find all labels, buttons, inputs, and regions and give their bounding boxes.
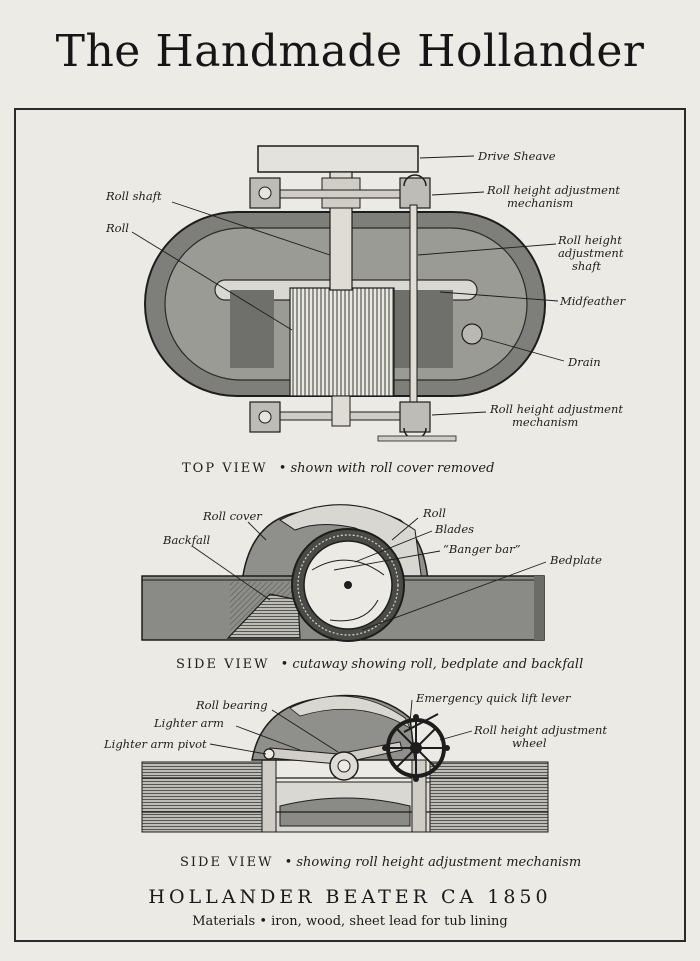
adj-wheel <box>382 714 450 782</box>
label-drive-sheave: Drive Sheave <box>477 149 556 163</box>
top-view: Drive Sheave Roll shaft Roll Roll height… <box>105 145 627 476</box>
label-bedplate: Bedplate <box>549 553 602 567</box>
drain <box>461 323 483 345</box>
shaft-stub-bottom <box>331 395 351 427</box>
page-title: The Handmade Hollander <box>55 26 645 77</box>
label-lighter-arm: Lighter arm <box>153 716 224 730</box>
label-banger-bar: “Banger bar” <box>443 542 521 556</box>
label-adj-shaft-1: Roll height <box>557 233 622 247</box>
tub-wood-right <box>429 761 549 833</box>
post-left <box>261 751 277 833</box>
adj-handle-bottom <box>377 435 457 442</box>
label-roll: Roll <box>105 221 129 235</box>
label-roll-bearing: Roll bearing <box>195 698 268 712</box>
emergency-lever <box>403 713 439 733</box>
caption-top-view-lead: TOP VIEW <box>182 461 268 476</box>
channel-shade-right <box>393 290 453 368</box>
label-adj-wheel-2: wheel <box>512 736 547 750</box>
tub-wood-left <box>141 761 263 833</box>
top-crossbar <box>261 189 423 199</box>
label-adj-mech-top-2: mechanism <box>507 196 573 210</box>
label-adj-mech-bot-1: Roll height adjustment <box>489 402 623 416</box>
label-adj-shaft-3: shaft <box>572 259 601 273</box>
label-lighter-arm-pivot: Lighter arm pivot <box>103 737 207 751</box>
caption-side-view-2: SIDE VIEW • showing roll height adjustme… <box>180 851 581 870</box>
caption-side-view-2-lead: SIDE VIEW <box>180 855 273 870</box>
footer-title: HOLLANDER BEATER CA 1850 <box>148 886 551 908</box>
caption-side-view-1-lead: SIDE VIEW <box>176 657 269 672</box>
side-view-cutaway: Roll cover Roll Blades “Banger bar” Back… <box>141 504 602 672</box>
label-adj-mech-top-1: Roll height adjustment <box>486 183 620 197</box>
caption-top-view-rest: • shown with roll cover removed <box>279 461 495 476</box>
label-drain: Drain <box>567 355 601 369</box>
adj-mech-bottom <box>399 401 431 433</box>
channel-shade-left <box>230 290 274 368</box>
label-adj-shaft-2: adjustment <box>558 246 624 260</box>
roll-axle <box>344 581 352 589</box>
footer-subtitle: Materials • iron, wood, sheet lead for t… <box>192 914 508 929</box>
label-roll-shaft: Roll shaft <box>105 189 162 203</box>
caption-top-view: TOP VIEW • shown with roll cover removed <box>182 457 494 476</box>
label-blades: Blades <box>434 522 474 536</box>
label-adj-wheel-1: Roll height adjustment <box>473 723 607 737</box>
adj-shaft <box>409 204 418 406</box>
caption-side-view-1: SIDE VIEW • cutaway showing roll, bedpla… <box>176 653 583 672</box>
label-backfall: Backfall <box>162 533 211 547</box>
label-adj-mech-bot-2: mechanism <box>512 415 578 429</box>
label-roll-cover: Roll cover <box>202 509 263 523</box>
label-midfeather: Midfeather <box>559 294 627 308</box>
label-roll-side: Roll <box>422 506 446 520</box>
side-view-adjustment: Roll bearing Emergency quick lift lever … <box>103 691 607 870</box>
post-right <box>411 759 427 833</box>
roll-top <box>289 287 395 397</box>
drive-sheave <box>257 145 419 173</box>
caption-side-view-1-rest: • cutaway showing roll, bedplate and bac… <box>281 657 584 672</box>
label-emergency-lever: Emergency quick lift lever <box>415 691 572 705</box>
caption-side-view-2-rest: • showing roll height adjustment mechani… <box>285 855 582 870</box>
tub-end-right <box>534 576 544 640</box>
